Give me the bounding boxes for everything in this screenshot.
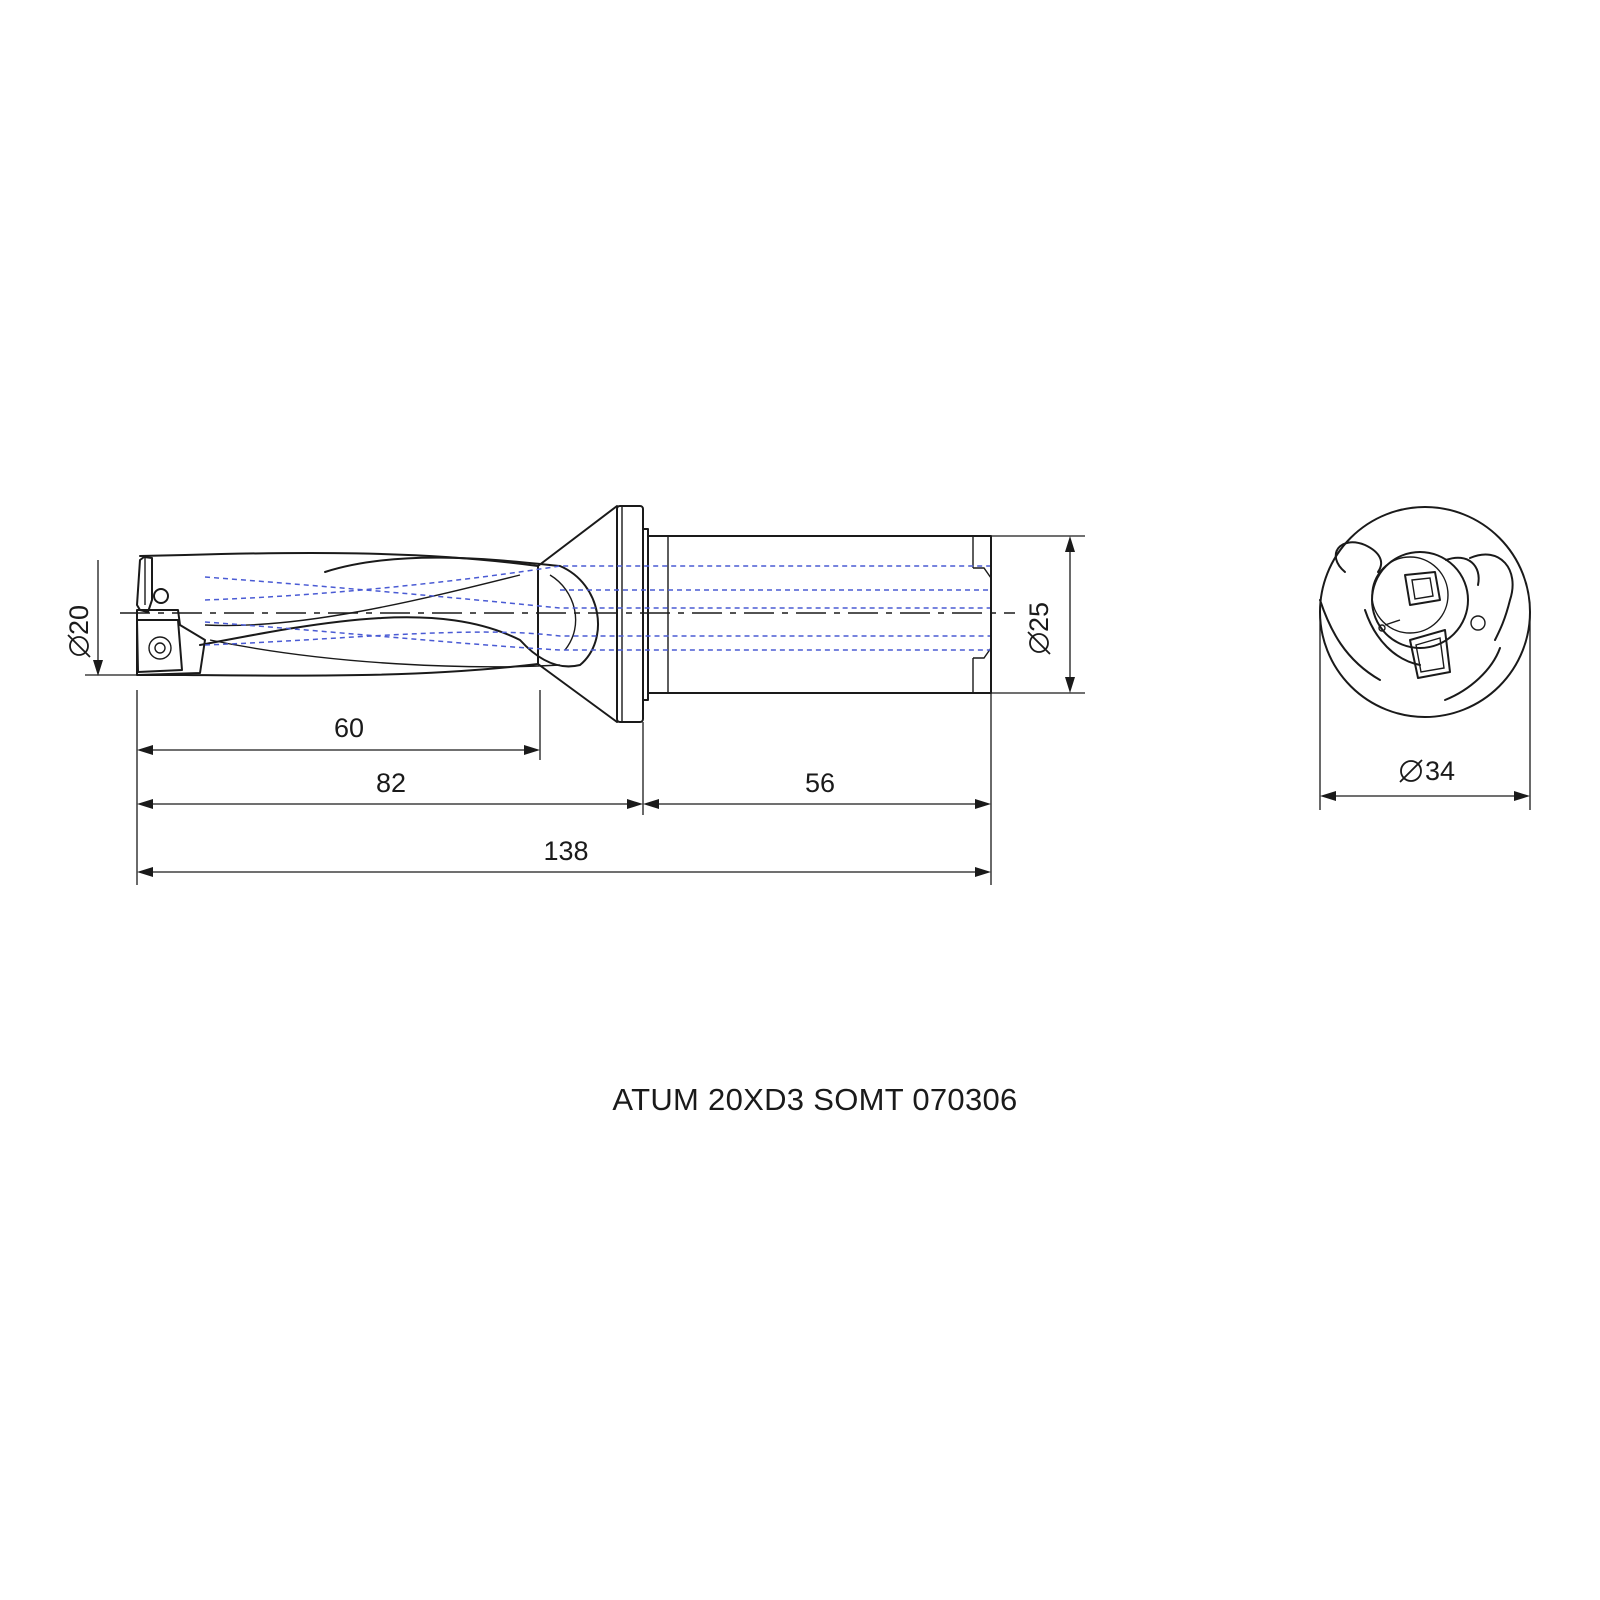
shank-length-label: 56 [805,768,835,798]
flute-length-label: 60 [334,713,364,743]
coolant-channels [204,565,990,651]
fluted-body [139,551,599,677]
body-length-label: 82 [376,768,406,798]
overall-length-label: 138 [543,836,588,866]
shank-diameter-label: 25 [1024,602,1054,632]
shank [647,535,992,694]
side-view [120,505,1015,723]
dimension-labels: 20 25 60 82 56 138 34 [64,602,1455,866]
flange [537,505,649,723]
end-view [1319,506,1531,718]
dimension-lines [85,535,1531,885]
flange-diameter-label: 34 [1425,756,1455,786]
tip-diameter-label: 20 [64,605,94,635]
tool-designation: ATUM 20XD3 SOMT 070306 [612,1082,1018,1117]
cutting-head [136,556,206,676]
